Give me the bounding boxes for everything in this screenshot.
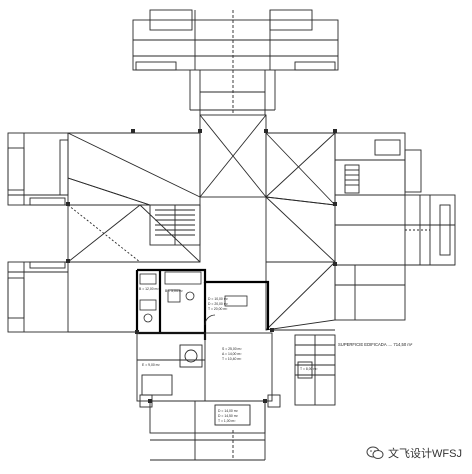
room-label-bedroom-2-b: D = 14,50 m² — [218, 414, 239, 418]
left-wing-lower — [7, 261, 140, 333]
right-wing-upper — [334, 132, 422, 196]
left-wing-upper — [7, 132, 69, 206]
highlighted-apartment — [135, 268, 270, 340]
room-label-kitchen: B = 12,00 m² — [139, 287, 159, 291]
room-label-bedroom-2-c: T = 1,00 m² — [218, 419, 236, 423]
wechat-icon — [366, 446, 384, 459]
room-label-living: S = 25,00 m² — [222, 347, 242, 351]
room-label-living-b: A = 14,00 m² — [222, 352, 242, 356]
stair-left — [149, 204, 201, 246]
apartment-fixtures — [139, 271, 248, 326]
watermark: 文飞设计WFSJ — [366, 444, 462, 462]
columns — [66, 129, 337, 403]
room-label-dining: E = 9,00 m² — [142, 363, 160, 367]
top-wing — [132, 9, 339, 115]
room-label-bedroom-2: D = 14,00 m² — [218, 409, 239, 413]
room-label-bedroom-1: D = 10,00 m² — [208, 297, 229, 301]
area-caption: SUPERFICIE EDIFICADA .... 714,50 m² — [338, 342, 413, 347]
room-label-terrace: T = 8,00 m² — [300, 367, 318, 371]
central-roof — [67, 114, 336, 331]
room-label-bedroom-1-b: D = 20,00 m² — [208, 302, 229, 306]
bottom-wing — [139, 394, 281, 461]
room-label-bath: B = 5,04 m² — [165, 289, 183, 293]
room-label-living-c: T = 10,40 m² — [222, 357, 242, 361]
room-label-bedroom-1-c: T = 20,00 m² — [208, 307, 228, 311]
right-wing-lower — [334, 194, 456, 321]
watermark-text: 文飞设计WFSJ — [388, 448, 462, 460]
